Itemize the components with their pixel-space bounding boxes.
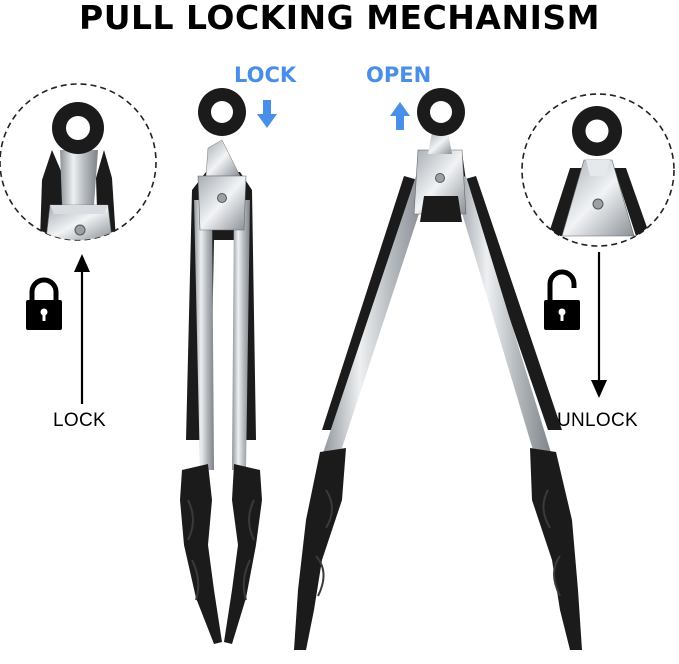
arrow-down-icon [257,100,277,128]
lock-side-label: LOCK [53,410,106,431]
page-title: PULL LOCKING MECHANISM [79,0,600,37]
unlock-detail-zoom [521,93,675,247]
open-tongs [294,88,582,650]
lock-top-label: LOCK [234,63,297,87]
padlock-closed-icon [26,277,62,330]
open-top-label: OPEN [366,63,432,87]
unlock-side-label: UNLOCK [557,410,638,431]
arrow-up-icon [74,254,90,404]
padlock-open-icon [544,269,580,330]
locked-tongs [180,88,262,644]
lock-detail-zoom [0,83,157,241]
arrow-down-icon [591,252,607,398]
arrow-up-icon [390,102,410,130]
